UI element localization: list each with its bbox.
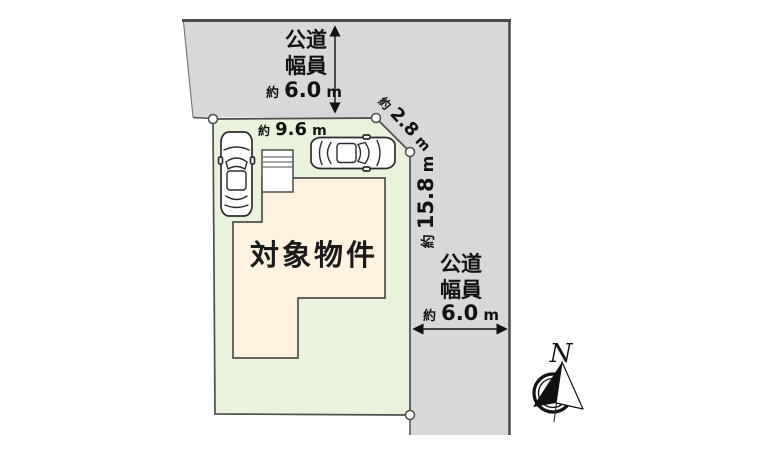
car-horizontal — [310, 134, 396, 172]
compass: N — [532, 339, 584, 423]
plot-vertex-top-right — [370, 112, 382, 124]
plot-vertex-bottom-right — [404, 409, 416, 421]
building-label: 対象物件 — [250, 238, 378, 272]
plot-vertex-top-left — [207, 113, 219, 125]
top-road-label-line2: 幅員 — [285, 54, 327, 78]
dimension-top-edge: 約 9.6 m — [258, 119, 327, 140]
right-road-label-line2: 幅員 — [440, 278, 482, 302]
dimension-right-edge: 約 15.8 m — [414, 156, 438, 249]
porch-outline — [261, 149, 294, 193]
top-road-label-line1: 公道 — [285, 28, 327, 52]
compass-needle-white — [555, 361, 584, 410]
compass-needle-black — [533, 362, 562, 407]
top-road-width-annotation: 公道 幅員 約 6.0 m — [266, 25, 342, 114]
building-footprint — [232, 177, 386, 359]
entrance-porch — [261, 149, 294, 193]
building: 対象物件 — [232, 149, 386, 359]
right-road-width-value: 約 6.0 m — [423, 301, 499, 325]
right-road-width-annotation: 公道 幅員 約 6.0 m — [412, 252, 508, 335]
right-road-label-line1: 公道 — [440, 252, 482, 276]
car-vertical — [217, 131, 256, 217]
plot-dimensions: 約 9.6 m 約 2.8 m 約 15.8 m — [258, 94, 438, 249]
plot-vertex-chamfer — [404, 146, 416, 158]
road-left-slant-border — [182, 21, 194, 118]
